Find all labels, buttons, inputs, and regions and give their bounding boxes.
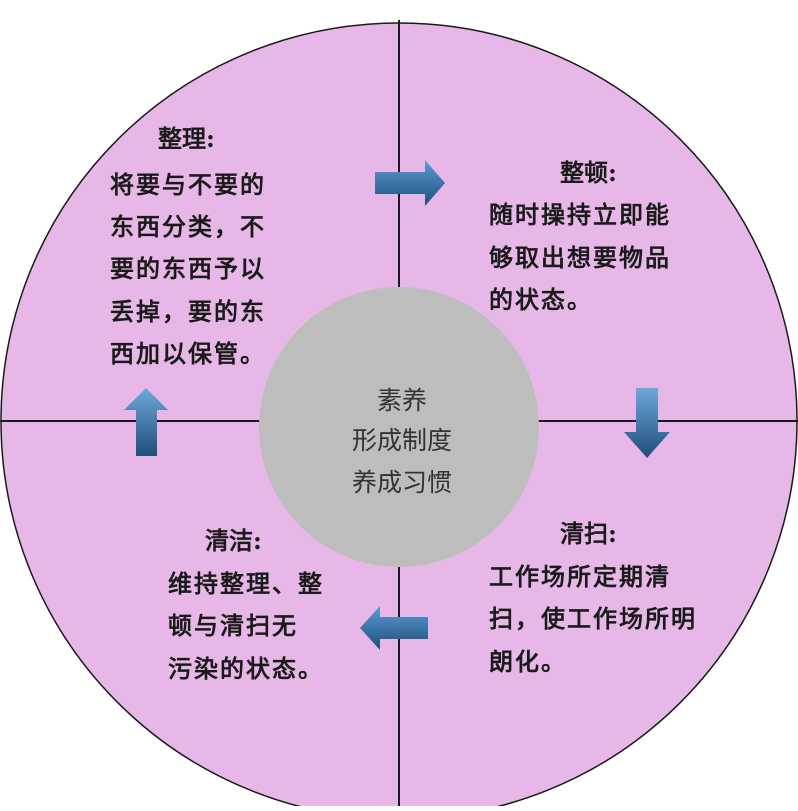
quadrant-line: 扫，使工作场所明 bbox=[489, 604, 697, 633]
quadrant-line: 西加以保管。 bbox=[110, 339, 266, 368]
center-line: 形成制度 bbox=[352, 426, 452, 455]
quadrant-line: 维持整理、整 bbox=[168, 569, 324, 598]
arrow-right bbox=[375, 160, 445, 206]
quadrant-line: 够取出想要物品 bbox=[489, 243, 671, 272]
quadrant-line: 丢掉，要的东 bbox=[110, 297, 266, 326]
quadrant-title: 整理: bbox=[158, 124, 215, 153]
quadrant-title: 整顿: bbox=[560, 158, 617, 187]
quadrant-top-right: 整顿: 随时操持立即能 够取出想要物品 的状态。 bbox=[489, 158, 671, 314]
quadrant-line: 工作场所定期清 bbox=[489, 562, 671, 591]
quadrant-bottom-right: 清扫: 工作场所定期清 扫，使工作场所明 朗化。 bbox=[489, 519, 697, 676]
arrow-left bbox=[360, 606, 428, 650]
quadrant-line: 要的东西予以 bbox=[110, 254, 266, 283]
quadrant-line: 顿与清扫无 bbox=[168, 611, 298, 640]
arrow-down bbox=[624, 388, 670, 458]
center-line: 素养 bbox=[377, 386, 427, 415]
quadrant-title: 清洁: bbox=[205, 526, 262, 555]
quadrant-line: 污染的状态。 bbox=[168, 654, 324, 683]
quadrant-title: 清扫: bbox=[560, 519, 617, 548]
arrow-up bbox=[124, 388, 168, 456]
center-line: 养成习惯 bbox=[352, 468, 452, 497]
center-text: 素养 形成制度 养成习惯 bbox=[352, 386, 452, 497]
quadrant-line: 随时操持立即能 bbox=[489, 200, 671, 229]
quadrant-line: 将要与不要的 bbox=[110, 170, 266, 199]
quadrant-line: 东西分类，不 bbox=[110, 212, 266, 241]
quadrant-bottom-left: 清洁: 维持整理、整 顿与清扫无 污染的状态。 bbox=[168, 526, 324, 683]
quadrant-line: 朗化。 bbox=[489, 647, 567, 676]
quadrant-top-left: 整理: 将要与不要的 东西分类，不 要的东西予以 丢掉，要的东 西加以保管。 bbox=[110, 124, 266, 368]
center-circle bbox=[259, 287, 539, 567]
quadrant-line: 的状态。 bbox=[489, 285, 593, 314]
